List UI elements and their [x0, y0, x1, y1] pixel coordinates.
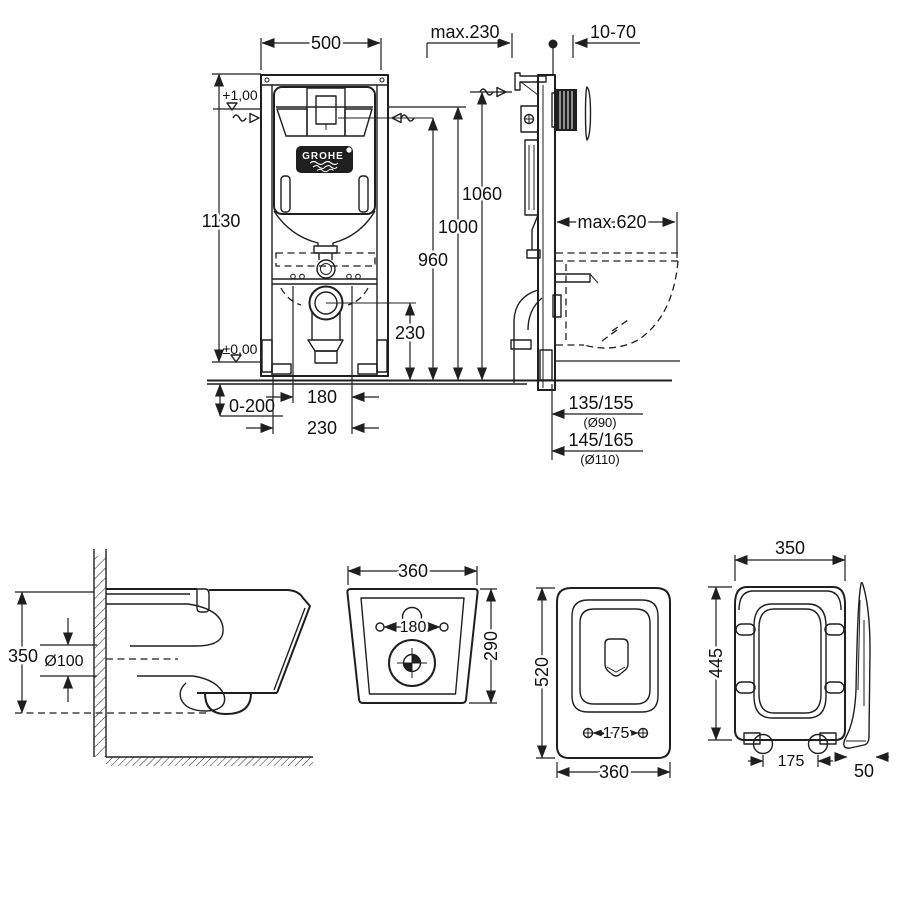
access-shaft: [306, 87, 346, 137]
rear-outline: [346, 588, 479, 704]
dim-seat-thickness-label: 50: [854, 761, 874, 781]
frame-outline: [260, 74, 389, 377]
dim-supply-height-label: 1060: [462, 184, 502, 204]
seat-profile: [843, 581, 871, 749]
level-mark-supply: +1,00: [213, 85, 262, 111]
dim-outlet90-label: 135/155: [568, 393, 633, 413]
dim-seat-width-label: 350: [775, 538, 805, 558]
bracket-zone: [275, 252, 376, 267]
dim-top-width-label: 360: [599, 762, 629, 782]
fixing-hole: [375, 622, 385, 632]
dim-outlet-offset-label: 230: [307, 418, 337, 438]
pan-profile: [106, 588, 311, 715]
dim-bolt-spacing-label: 180: [307, 387, 337, 407]
flush-actuator: [551, 89, 577, 131]
flush-opening: [604, 638, 629, 677]
hinge-bolts: [752, 733, 829, 755]
wall-finish-plate: [584, 86, 592, 141]
water-supply-arrow-icon: [232, 112, 260, 124]
bowl-top-view: 520 175 360: [530, 587, 671, 785]
grohe-logo: GROHE: [296, 146, 353, 173]
dim-outlet-dia-label: Ø100: [44, 653, 83, 670]
frame-side-view: max.620 135/155 (Ø90) 145/165 (Ø110) max…: [426, 20, 680, 470]
bowl-dashed-outline: [556, 252, 679, 349]
dim-pan-height-label: 350: [8, 646, 38, 666]
wall-hatch: [94, 556, 106, 757]
fixing-hole: [439, 622, 449, 632]
dim-outlet90-dia-label: (Ø90): [583, 415, 616, 430]
water-supply-arrow-icon: [479, 86, 507, 98]
dim-rear-width-label: 360: [398, 561, 428, 581]
supply-level-label: +1,00: [222, 87, 258, 103]
frame-column: [537, 74, 556, 391]
hinge-slots: [735, 623, 845, 694]
support-arm: [554, 273, 591, 283]
dim-outlet110-dia-label: (Ø110): [580, 452, 620, 467]
dim-finish-range-label: 10-70: [590, 22, 636, 42]
wall-bracket: [514, 72, 547, 91]
mounting-bolts: [290, 273, 361, 280]
frame-front-view: GROHE: [199, 31, 672, 441]
seat-fixing-holes: [582, 727, 649, 739]
dim-outlet110-label: 145/165: [568, 430, 633, 450]
dim-top-depth-label: 520: [532, 657, 552, 687]
dim-inlet-height-label: 960: [418, 250, 448, 270]
bowl-rear-view: 180 360 290: [346, 559, 504, 704]
dim-foot-range-label: 0-200: [229, 396, 275, 416]
dim-outlet-height-label: 230: [395, 323, 425, 343]
bowl-side-view: 350 Ø100: [5, 549, 313, 766]
dim-seat-depth-label: 445: [706, 648, 726, 678]
dim-frame-width-label: 500: [311, 33, 341, 53]
dim-inlet-spacing-label: 180: [400, 619, 427, 636]
dim-fixing-spacing-label: 175: [603, 725, 630, 742]
top-outline: [556, 587, 671, 759]
reference-dot: [548, 39, 558, 49]
dim-install-depth-label: max.230: [430, 22, 499, 42]
drain-target-icon: [388, 639, 436, 687]
floor-level-label: ±0,00: [223, 341, 258, 357]
dim-cistern-height-label: 1000: [438, 217, 478, 237]
seat-outline: [734, 586, 846, 741]
seat-view: 350 445 175 50: [704, 536, 889, 784]
dim-rear-height-label: 290: [481, 631, 501, 661]
dim-frame-height-label: 1130: [202, 211, 241, 231]
adjustable-feet: [261, 339, 388, 375]
dim-hinge-spacing-label: 175: [778, 753, 805, 770]
brand-name: GROHE: [302, 151, 344, 162]
cistern: [273, 86, 376, 215]
dim-bowl-clearance-label: max.620: [577, 212, 646, 232]
